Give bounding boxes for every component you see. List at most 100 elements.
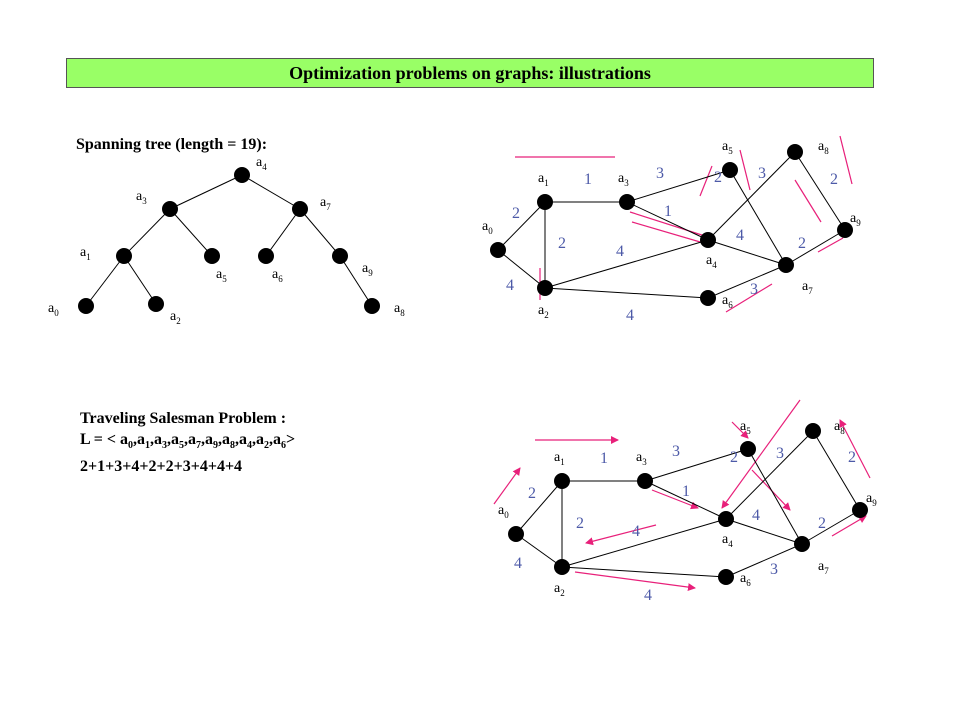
graph2-node-a2 bbox=[554, 559, 570, 575]
graph1-node-a4 bbox=[700, 232, 716, 248]
tree-label-a0: a0 bbox=[48, 301, 59, 318]
tree-label-a8: a8 bbox=[394, 301, 405, 318]
graph1-highlight-9 bbox=[725, 283, 773, 313]
graph2-edge-a2-a4 bbox=[561, 518, 727, 568]
graph1-highlight-7 bbox=[839, 135, 853, 185]
spanning-tree-caption: Spanning tree (length = 19): bbox=[76, 136, 268, 153]
tree-node-a8 bbox=[364, 298, 380, 314]
tree-label-a2: a2 bbox=[170, 309, 181, 326]
graph2-weight-11: 3 bbox=[770, 561, 778, 578]
graph1-weight-11: 3 bbox=[750, 281, 758, 298]
graph1-highlight-6 bbox=[794, 179, 822, 223]
tree-edge-a7-a9 bbox=[299, 208, 341, 257]
graph1-weight-9: 3 bbox=[758, 165, 766, 182]
graph1-label-a4: a4 bbox=[706, 253, 717, 270]
graph1-edge-a3-a4 bbox=[626, 201, 709, 241]
node-layer bbox=[78, 144, 868, 585]
graph2-node-a7 bbox=[794, 536, 810, 552]
tree-node-a7 bbox=[292, 201, 308, 217]
graph1-node-a0 bbox=[490, 242, 506, 258]
graph2-weight-5: 4 bbox=[632, 523, 640, 540]
graph2-label-a4: a4 bbox=[722, 532, 733, 549]
tree-label-a9: a9 bbox=[362, 261, 373, 278]
tree-node-a3 bbox=[162, 201, 178, 217]
graph1-highlight-2 bbox=[629, 211, 706, 237]
graph2-edge-a0-a1 bbox=[515, 480, 563, 535]
tree-edge-a3-a1 bbox=[123, 208, 171, 257]
graph1-edge-a3-a5 bbox=[626, 169, 731, 203]
tree-node-a6 bbox=[258, 248, 274, 264]
graph1-weight-4: 2 bbox=[558, 235, 566, 252]
graph1-node-a6 bbox=[700, 290, 716, 306]
graph2-edge-a3-a5 bbox=[644, 448, 749, 482]
graph1-label-a9: a9 bbox=[850, 211, 861, 228]
graph2-node-a5 bbox=[740, 441, 756, 457]
graph2-edge-a5-a7 bbox=[747, 448, 803, 545]
graph2-weight-7: 4 bbox=[514, 555, 522, 572]
graph2-tour-arrow-7 bbox=[721, 399, 801, 509]
graph1-label-a6: a6 bbox=[722, 293, 733, 310]
graph2-node-a8 bbox=[805, 423, 821, 439]
graph2-tour-arrow-2 bbox=[651, 489, 699, 510]
graph2-weight-1: 1 bbox=[600, 450, 608, 467]
graph2-edge-a3-a4 bbox=[644, 480, 727, 520]
edge-layer bbox=[85, 151, 861, 578]
graph2-edge-a6-a7 bbox=[725, 543, 803, 578]
graph1-edge-a8-a9 bbox=[794, 151, 846, 231]
graph2-edge-a9-a7 bbox=[801, 509, 861, 545]
graph1-edge-a2-a6 bbox=[544, 287, 709, 299]
graph2-weight-9: 3 bbox=[776, 445, 784, 462]
tree-edge-a4-a7 bbox=[241, 174, 301, 210]
tree-label-a7: a7 bbox=[320, 195, 331, 212]
graph2-tour-arrow-6 bbox=[839, 419, 871, 479]
tree-edge-a9-a8 bbox=[339, 255, 373, 307]
tree-node-a2 bbox=[148, 296, 164, 312]
tree-edge-a7-a6 bbox=[265, 208, 301, 257]
tree-node-a0 bbox=[78, 298, 94, 314]
graph1-label-a3: a3 bbox=[618, 171, 629, 188]
graph1-highlight-5 bbox=[739, 149, 751, 191]
tree-edge-a3-a5 bbox=[169, 208, 213, 257]
graph1-weight-0: 2 bbox=[512, 205, 520, 222]
graph1-node-a7 bbox=[778, 257, 794, 273]
tree-edge-a4-a3 bbox=[169, 174, 243, 210]
graph1-weight-5: 4 bbox=[616, 243, 624, 260]
tree-label-a5: a5 bbox=[216, 267, 227, 284]
graph1-label-a8: a8 bbox=[818, 139, 829, 156]
graph2-label-a9: a9 bbox=[866, 491, 877, 508]
graph1-weight-7: 4 bbox=[506, 277, 514, 294]
graph2-node-a0 bbox=[508, 526, 524, 542]
graph2-node-a1 bbox=[554, 473, 570, 489]
tree-edge-a1-a0 bbox=[85, 255, 125, 307]
graph1-node-a9 bbox=[837, 222, 853, 238]
graph1-node-a2 bbox=[537, 280, 553, 296]
tree-label-a6: a6 bbox=[272, 267, 283, 284]
tsp-caption-title: Traveling Salesman Problem : bbox=[80, 410, 287, 427]
graph2-node-a9 bbox=[852, 502, 868, 518]
graph1-edge-a2-a4 bbox=[544, 239, 709, 289]
graph2-weight-8: 2 bbox=[730, 449, 738, 466]
graph1-node-a1 bbox=[537, 194, 553, 210]
graph2-weight-4: 2 bbox=[576, 515, 584, 532]
graph2-node-a3 bbox=[637, 473, 653, 489]
tree-label-a3: a3 bbox=[136, 189, 147, 206]
graph2-tour-arrow-3 bbox=[731, 421, 749, 439]
graph2-tour-arrow-9 bbox=[574, 571, 696, 592]
graph1-node-a8 bbox=[787, 144, 803, 160]
highlight-layer bbox=[493, 135, 871, 592]
graph2-tour-arrow-8 bbox=[585, 524, 657, 546]
graph2-tour-arrow-0 bbox=[493, 467, 521, 505]
tree-node-a9 bbox=[332, 248, 348, 264]
graph1-edge-a6-a7 bbox=[707, 264, 787, 299]
graph1-label-a2: a2 bbox=[538, 303, 549, 320]
graph1-label-a0: a0 bbox=[482, 219, 493, 236]
graph1-edge-a0-a2 bbox=[497, 249, 546, 289]
graph1-edge-a4-a8 bbox=[707, 151, 796, 241]
graph2-node-a6 bbox=[718, 569, 734, 585]
graph2-label-a8: a8 bbox=[834, 419, 845, 436]
tsp-sum: 2+1+3+4+2+2+3+4+4+4 bbox=[80, 458, 243, 476]
graph1-weight-3: 1 bbox=[664, 203, 672, 220]
graph2-label-a1: a1 bbox=[554, 450, 565, 467]
graph2-edge-a8-a9 bbox=[812, 430, 861, 511]
